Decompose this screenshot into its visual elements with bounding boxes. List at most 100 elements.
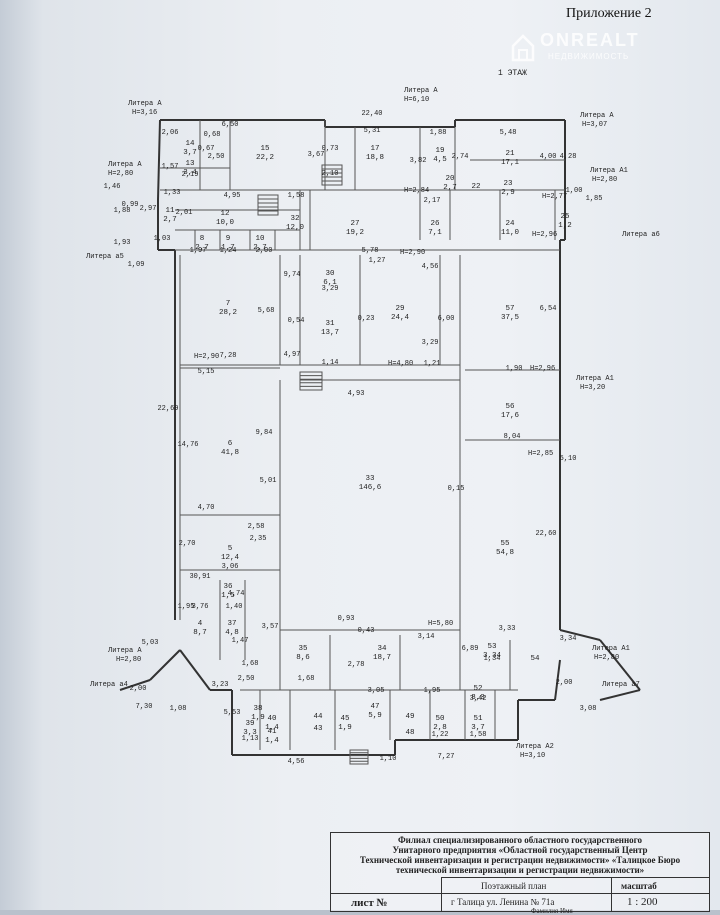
room-area: 1,4 [265, 724, 279, 732]
room-number: 26 [430, 220, 440, 228]
room-area: 2,8 [433, 724, 447, 732]
dimension-label: 4,70 [198, 504, 215, 512]
room-area: 10,0 [216, 219, 235, 227]
dimension-label: 1,10 [380, 755, 397, 763]
dimension-label: 1,24 [220, 247, 237, 255]
dimension-label: 4,56 [422, 263, 439, 271]
dimension-label: 5,10 [560, 455, 577, 463]
dimension-label: 1,22 [432, 731, 449, 739]
dimension-label: 3,05 [368, 687, 385, 695]
dimension-label: 0,67 [198, 145, 215, 153]
room-number: 12 [220, 210, 229, 218]
room-number: 47 [370, 703, 379, 711]
watermark-brand: ONREALT [540, 30, 640, 50]
room-area: 1,9 [338, 724, 352, 732]
room-area: 2,9 [501, 189, 515, 197]
annotation-label: Н=6,10 [404, 96, 429, 104]
room-number: 53 [487, 643, 497, 651]
dimension-label: 1,46 [104, 183, 121, 191]
dimension-label: 1,68 [242, 660, 259, 668]
room-number: 38 [253, 705, 262, 713]
dimension-label: 1,88 [430, 129, 447, 137]
scale-value: 1 : 200 [627, 896, 658, 908]
outer-wall [599, 689, 641, 701]
dimension-label: 1,58 [288, 192, 305, 200]
dimension-label: 3,06 [222, 563, 239, 571]
dimension-label: 1,27 [369, 257, 386, 265]
plan-walls [119, 119, 641, 756]
outer-wall [157, 119, 161, 201]
height-label: Н=2,85 [528, 450, 553, 458]
dimension-label: 1,34 [484, 655, 501, 663]
room-area: 12,0 [286, 224, 305, 232]
dimension-label: 1,00 [566, 187, 583, 195]
dimension-label: 3,33 [499, 625, 516, 633]
stairs-icon [299, 371, 323, 391]
dimension-label: 0,43 [358, 627, 375, 635]
room-area: 2,7 [443, 184, 457, 192]
room-area: 1,2 [558, 222, 572, 230]
room-area: 18,7 [373, 654, 391, 662]
house-logo-icon [511, 34, 535, 62]
dimension-label: 30,91 [189, 573, 210, 581]
annotation-label: Литера А [404, 87, 438, 95]
annotation-label: Н=2,80 [594, 654, 619, 662]
dimension-label: 1,90 [506, 365, 523, 373]
room-area: 5,9 [368, 712, 382, 720]
room-number: 8 [200, 235, 205, 243]
room-area: 2,7 [253, 244, 267, 252]
dimension-label: 3,29 [322, 285, 339, 293]
room-number: 31 [325, 320, 335, 328]
room-number: 17 [370, 145, 379, 153]
height-label: Н=2,90 [400, 249, 425, 257]
height-label: Н=2,96 [530, 365, 555, 373]
room-number: 13 [185, 160, 195, 168]
room-number: 35 [298, 645, 308, 653]
room-number: 52 [473, 685, 482, 693]
dimension-label: 6,89 [462, 645, 479, 653]
outer-wall [149, 649, 181, 681]
dimension-label: 0,54 [288, 317, 305, 325]
room-area: 12,4 [221, 554, 240, 562]
dimension-label: 22,69 [157, 405, 178, 413]
dimension-label: 22,60 [535, 530, 556, 538]
annotation-label: Литера а4 [90, 681, 128, 689]
cut-text: Фамилия Имя [531, 907, 573, 915]
annotation-label: Н=3,10 [520, 752, 545, 760]
dimension-label: 1,68 [298, 675, 315, 683]
height-label: Н=2,77 [542, 193, 567, 201]
height-label: Н=2,96 [532, 231, 557, 239]
dimension-label: 1,97 [190, 247, 207, 255]
dimension-label: 5,31 [364, 127, 381, 135]
annotation-label: Литера а6 [622, 231, 660, 239]
room-area: 3,7 [471, 724, 485, 732]
room-area: 3,7 [183, 149, 197, 157]
room-area: 8,0 [471, 694, 485, 702]
room-number: 43 [313, 725, 323, 733]
org-line: технической инвентаризации и регистрации… [395, 865, 645, 875]
dimension-label: 3,76 [192, 603, 209, 611]
dimension-label: 5,15 [198, 368, 215, 376]
room-number: 14 [185, 140, 195, 148]
dimension-label: 3,42 [470, 695, 487, 703]
outer-wall [179, 649, 211, 691]
dimension-label: 0,73 [322, 145, 339, 153]
dimension-label: 3,23 [212, 681, 229, 689]
room-number: 39 [245, 720, 254, 728]
dimension-label: 2,00 [556, 679, 573, 687]
dimension-label: 1,33 [164, 189, 181, 197]
room-area: 17,6 [501, 412, 520, 420]
room-number: 32 [290, 215, 299, 223]
room-number: 49 [405, 713, 414, 721]
dimension-label: 1,88 [114, 207, 131, 215]
room-area: 41,8 [221, 449, 239, 457]
annotation-label: Литера А [580, 112, 614, 120]
dimension-label: 4,97 [284, 351, 301, 359]
dimension-label: 3,29 [422, 339, 439, 347]
floor-label: 1 ЭТАЖ [498, 69, 527, 78]
room-number: 37 [227, 620, 236, 628]
dimension-label: 6,54 [540, 305, 557, 313]
dimension-label: 0,15 [448, 485, 465, 493]
